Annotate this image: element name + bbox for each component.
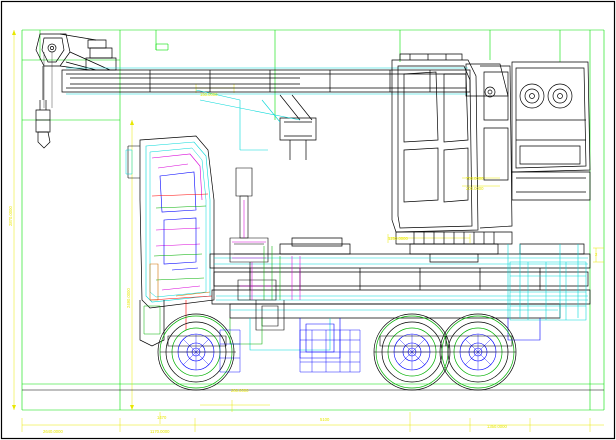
dim-front-overhang: 1470: [157, 415, 167, 420]
cyan-rear-detail: [509, 261, 587, 321]
cyan-chassis-overlay: [214, 244, 588, 351]
dim-counterweight-2: 200.0000: [466, 186, 484, 191]
hydraulic-detail-cluster: [229, 167, 285, 331]
magenta-hydraulic-overlay: [232, 200, 301, 300]
slew-ring-turntable: [395, 231, 513, 263]
truck-cab: [125, 135, 215, 347]
crane-boom-assembly: [35, 33, 509, 160]
dim-boom-detail-a: 150.0000: [200, 92, 218, 97]
subframe-lattice: [219, 329, 361, 373]
green-hydraulic-overlay: [229, 246, 281, 345]
dim-cab-height: 2490.0000: [126, 288, 131, 308]
green-construction-lines: [21, 29, 605, 411]
dim-bumper-to-axle: 1170.0000: [150, 429, 170, 434]
dim-front-bumper: 2640.0000: [43, 429, 63, 434]
counterweight-block: [511, 61, 591, 201]
dim-turntable-height: 1250.0000: [388, 236, 408, 241]
dim-overall-height: 2870.0000: [8, 206, 13, 226]
axle-suspension: [160, 335, 516, 353]
dim-axle-gap: 280.0000: [231, 388, 249, 393]
cyan-boom-overlay: [66, 67, 468, 151]
hoist-ropes: [43, 52, 53, 108]
dim-rear-small: 2: [595, 252, 598, 257]
dim-rear-axle-spacing: 1350.0000: [487, 424, 507, 429]
dim-wheelbase: 5100: [320, 417, 330, 422]
dimension-lines: [12, 30, 604, 432]
crane-operator-cabin: [391, 53, 513, 233]
dim-counterweight-1: 700.0000: [466, 176, 484, 181]
